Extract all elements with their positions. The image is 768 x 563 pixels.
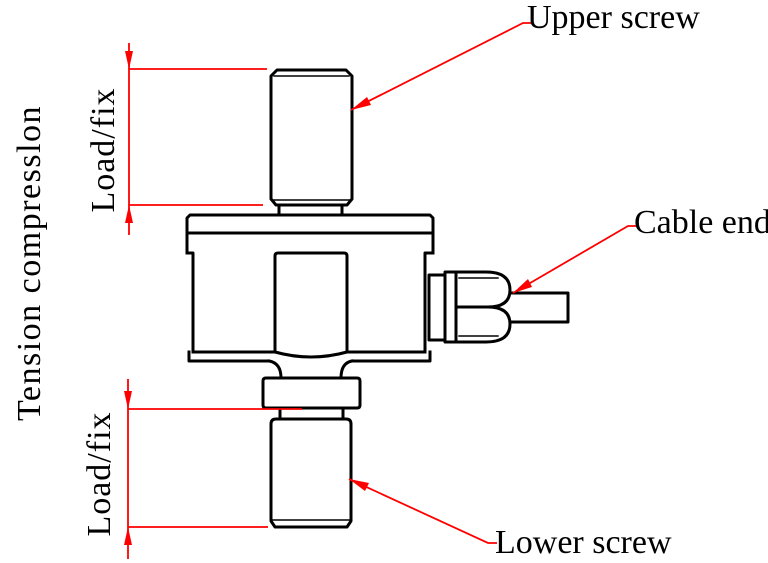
leader-arrowhead: [513, 279, 532, 293]
dimension-arrowhead: [124, 527, 132, 545]
leader-arrowhead: [351, 97, 371, 110]
upper-screw-outline: [269, 68, 354, 217]
neck-fillets-outline: [267, 359, 354, 380]
cable-connector-outline: [427, 270, 570, 344]
dimension-arrowhead: [124, 391, 132, 409]
upper-screw-neck: [277, 203, 344, 217]
load-fix-bottom-label: Load/fix: [81, 411, 118, 537]
top-flange-outline: [185, 213, 435, 255]
leader-lower-screw: [348, 478, 497, 544]
dimension-top: [125, 43, 267, 235]
leader-cable-end: [512, 225, 636, 294]
dimension-arrowhead: [125, 51, 133, 69]
sensor-body-outline: [185, 251, 435, 363]
upper-screw-label: Upper screw: [527, 0, 700, 36]
load-fix-top-label: Load/fix: [85, 87, 122, 213]
cable-end-label: Cable end: [634, 204, 768, 241]
leader-upper-screw: [350, 22, 532, 111]
cable-outline: [508, 291, 570, 324]
dimension-arrowhead: [125, 205, 133, 223]
lower-screw-label: Lower screw: [495, 524, 672, 561]
dimension-bottom: [124, 379, 302, 559]
center-boss-outline: [273, 251, 349, 359]
collar-outline: [261, 376, 362, 421]
leader-arrowhead: [349, 479, 369, 491]
lower-screw-outline: [269, 417, 353, 529]
tension-compression-label: Tension compresslon: [11, 104, 48, 421]
